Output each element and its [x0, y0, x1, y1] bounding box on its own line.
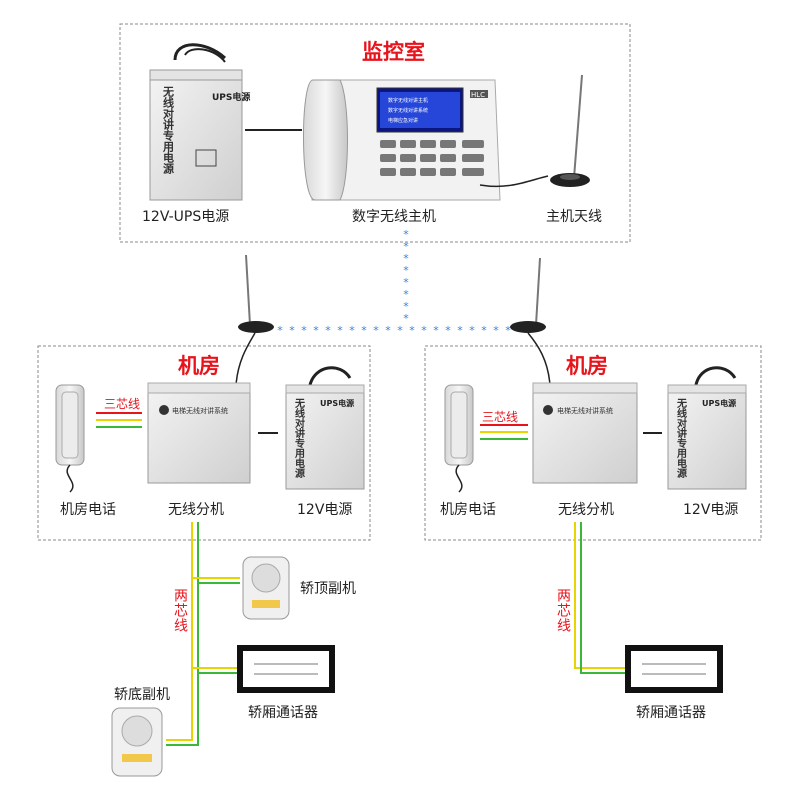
svg-text:*: *	[385, 324, 391, 337]
car-top-sub-device	[242, 556, 290, 620]
svg-text:*: *	[403, 228, 409, 241]
right-room-phone	[444, 384, 474, 493]
svg-text:*: *	[421, 324, 427, 337]
control-ups-header: UPS电源	[212, 91, 250, 103]
right-room-unit	[532, 382, 638, 484]
right-room-power-text: 无线对讲专用电源	[675, 398, 688, 479]
right-car-intercom-label: 轿厢通话器	[636, 705, 706, 721]
svg-text:*: *	[301, 324, 307, 337]
control-host-label: 数字无线主机	[352, 209, 436, 225]
right-room-unit-text: 电梯无线对讲系统	[557, 406, 613, 415]
car-top-sub-label: 轿顶副机	[300, 581, 356, 597]
machine-room-right-title: 机房	[566, 354, 608, 378]
left-phone-label: 机房电话	[60, 502, 116, 518]
svg-text:*: *	[469, 324, 475, 337]
left-room-unit	[147, 382, 251, 484]
right-unit-label: 无线分机	[558, 502, 614, 518]
machine-room-left-border	[37, 345, 371, 541]
svg-text:*: *	[289, 324, 295, 337]
svg-text:*: *	[445, 324, 451, 337]
left-room-antenna	[235, 254, 274, 386]
svg-text:*: *	[313, 324, 319, 337]
control-host-screen-line-2: 数字无线对讲系统	[388, 107, 428, 114]
svg-text:*: *	[373, 324, 379, 337]
left-car-intercom-label: 轿厢通话器	[248, 705, 318, 721]
svg-text:*: *	[505, 324, 511, 337]
control-room-border	[119, 23, 631, 243]
right-three-core-label: 三芯线	[482, 410, 519, 424]
control-ups-device-text: 无线对讲专用电源	[162, 86, 176, 175]
right-power-label: 12V电源	[683, 502, 739, 518]
svg-text:*: *	[325, 324, 331, 337]
left-three-core-label: 三芯线	[104, 397, 141, 411]
car-bottom-sub-device	[111, 707, 163, 777]
control-room-title: 监控室	[362, 40, 425, 64]
control-host-screen-line-1: 数字无线对讲主机	[388, 97, 428, 104]
svg-text:*: *	[397, 324, 403, 337]
right-room-antenna	[510, 257, 551, 386]
control-antenna-label: 主机天线	[546, 209, 602, 225]
svg-text:*: *	[403, 312, 409, 325]
right-two-core-label: 两芯线	[555, 588, 571, 633]
right-room-power-header: UPS电源	[702, 398, 736, 408]
svg-text:*: *	[457, 324, 463, 337]
left-room-power-text: 无线对讲专用电源	[293, 398, 306, 479]
right-phone-label: 机房电话	[440, 502, 496, 518]
left-room-phone	[55, 384, 85, 493]
svg-text:*: *	[409, 324, 415, 337]
left-two-core-label: 两芯线	[172, 588, 188, 633]
control-host-device	[303, 79, 501, 201]
machine-room-right-border	[424, 345, 762, 541]
svg-text:*: *	[361, 324, 367, 337]
control-ups-label: 12V-UPS电源	[142, 209, 230, 225]
left-power-label: 12V电源	[297, 502, 353, 518]
right-branch-wires	[574, 522, 628, 674]
svg-text:*: *	[403, 240, 409, 253]
svg-text:*: *	[277, 324, 283, 337]
svg-text:*: *	[493, 324, 499, 337]
svg-text:*: *	[337, 324, 343, 337]
control-host-screen-line-3: 电梯应急对讲	[388, 117, 418, 124]
svg-text:*: *	[403, 264, 409, 277]
svg-text:*: *	[433, 324, 439, 337]
car-bottom-sub-label: 轿底副机	[114, 687, 170, 703]
svg-text:*: *	[403, 276, 409, 289]
left-room-unit-text: 电梯无线对讲系统	[172, 406, 228, 415]
control-ups-device	[149, 43, 243, 201]
svg-text:*: *	[403, 300, 409, 313]
svg-text:*: *	[403, 252, 409, 265]
wireless-link: *** *** ** **** **** **** **** ****	[277, 228, 511, 337]
control-antenna	[479, 74, 590, 188]
svg-text:*: *	[349, 324, 355, 337]
left-room-power	[285, 366, 365, 490]
left-car-intercom-device	[237, 645, 335, 693]
right-room-power	[667, 366, 747, 490]
left-unit-label: 无线分机	[168, 502, 224, 518]
left-room-power-header: UPS电源	[320, 398, 354, 408]
right-car-intercom-device	[625, 645, 723, 693]
svg-text:*: *	[403, 288, 409, 301]
machine-room-left-title: 机房	[178, 354, 220, 378]
svg-text:*: *	[481, 324, 487, 337]
control-host-brand: HLC	[471, 91, 485, 99]
left-branch-wires	[166, 522, 240, 746]
